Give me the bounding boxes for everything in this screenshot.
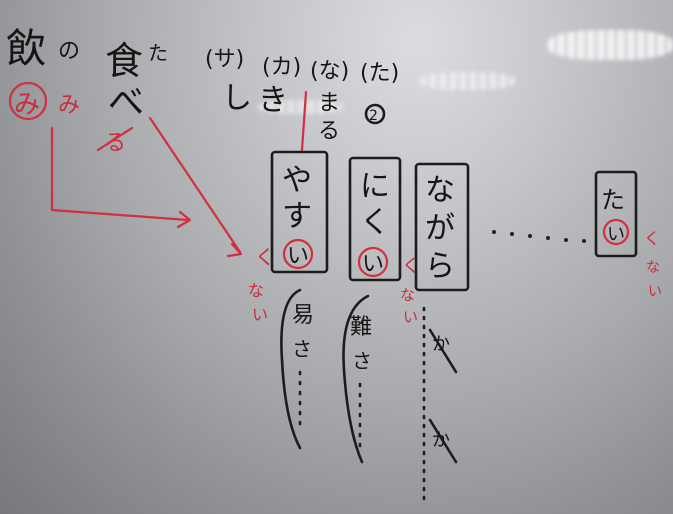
- kanji-nomu: 飲: [6, 26, 46, 72]
- red-circle-mi: [8, 81, 48, 121]
- red-kana-mi-circled: み: [14, 90, 40, 120]
- label-ta: (た): [360, 61, 399, 86]
- box-tai: [594, 170, 638, 258]
- label-sa: (サ): [205, 47, 244, 72]
- ceiling-light-reflection: [420, 72, 515, 90]
- red-kana-ru-crossed: る: [104, 131, 126, 156]
- kana-be: べ: [108, 82, 144, 123]
- slash: [428, 328, 458, 374]
- kana-no: の: [58, 39, 80, 64]
- label-na: (な): [310, 59, 349, 84]
- dot: [564, 238, 568, 242]
- kana-ma: ま: [318, 91, 340, 116]
- kana-ka-small: か: [432, 334, 450, 355]
- kanji-muzukashii: 難: [350, 315, 372, 340]
- dot: [582, 239, 586, 243]
- red-circle-i: [282, 238, 314, 270]
- red-strike: [96, 126, 134, 152]
- red-kana-ku: く: [402, 256, 420, 277]
- bracket-left: [342, 294, 370, 464]
- red-circle-i: [602, 218, 630, 246]
- kanji-yasui: 易: [292, 303, 314, 328]
- red-arrowhead: [176, 210, 192, 229]
- red-arrow-diagonal: [148, 116, 242, 254]
- bracket-left: [280, 288, 302, 450]
- kana-ku: く: [360, 205, 390, 240]
- red-kana-ku: く: [255, 245, 275, 269]
- slash: [428, 418, 458, 464]
- box-nagara: [414, 162, 470, 292]
- kana-ra: ら: [425, 249, 455, 284]
- red-kana-i: い: [403, 308, 418, 326]
- label-ka: (カ): [262, 55, 301, 80]
- ceiling-light-reflection: [548, 30, 673, 60]
- dot: [528, 234, 532, 238]
- kana-sa: さ: [292, 337, 312, 361]
- kana-su-yasui: す: [282, 199, 312, 234]
- dot: [492, 230, 496, 234]
- red-kana-i: い: [648, 284, 662, 300]
- kana-ni: に: [360, 169, 390, 204]
- numeral-two: 2: [369, 108, 378, 124]
- kana-su: る: [318, 119, 340, 144]
- red-kana-ku: く: [644, 229, 660, 248]
- box-nikui: [348, 156, 402, 282]
- circle-two: [364, 103, 386, 125]
- kana-shi: し: [222, 81, 252, 116]
- red-divider: [300, 90, 308, 152]
- ceiling-light-reflection: [258, 100, 343, 114]
- red-kana-mi: み: [58, 93, 80, 118]
- red-kana-i: い: [252, 305, 268, 324]
- red-kana-na: な: [646, 260, 660, 276]
- dot: [510, 232, 514, 236]
- kana-ta-tai: た: [601, 186, 625, 214]
- kana-ga: が: [425, 211, 455, 246]
- dot: [546, 236, 550, 240]
- red-kana-na: な: [248, 281, 264, 300]
- kana-ka-small: か: [432, 430, 450, 451]
- kana-na: な: [425, 173, 455, 208]
- kana-ya: や: [282, 163, 312, 198]
- kana-i-yasui: い: [287, 244, 309, 269]
- red-arrow-elbow: [50, 126, 190, 222]
- kana-sa: さ: [352, 349, 372, 373]
- kana-ta: た: [148, 41, 168, 65]
- kana-i-nikui: い: [362, 252, 384, 277]
- red-circle-i: [357, 246, 389, 278]
- red-arrowhead: [226, 242, 243, 258]
- kana-i-tai: い: [607, 224, 625, 245]
- box-yasui: [270, 150, 329, 274]
- kanji-taberu: 食: [105, 39, 143, 83]
- red-kana-na: な: [400, 286, 415, 304]
- kana-ki: き: [258, 83, 288, 118]
